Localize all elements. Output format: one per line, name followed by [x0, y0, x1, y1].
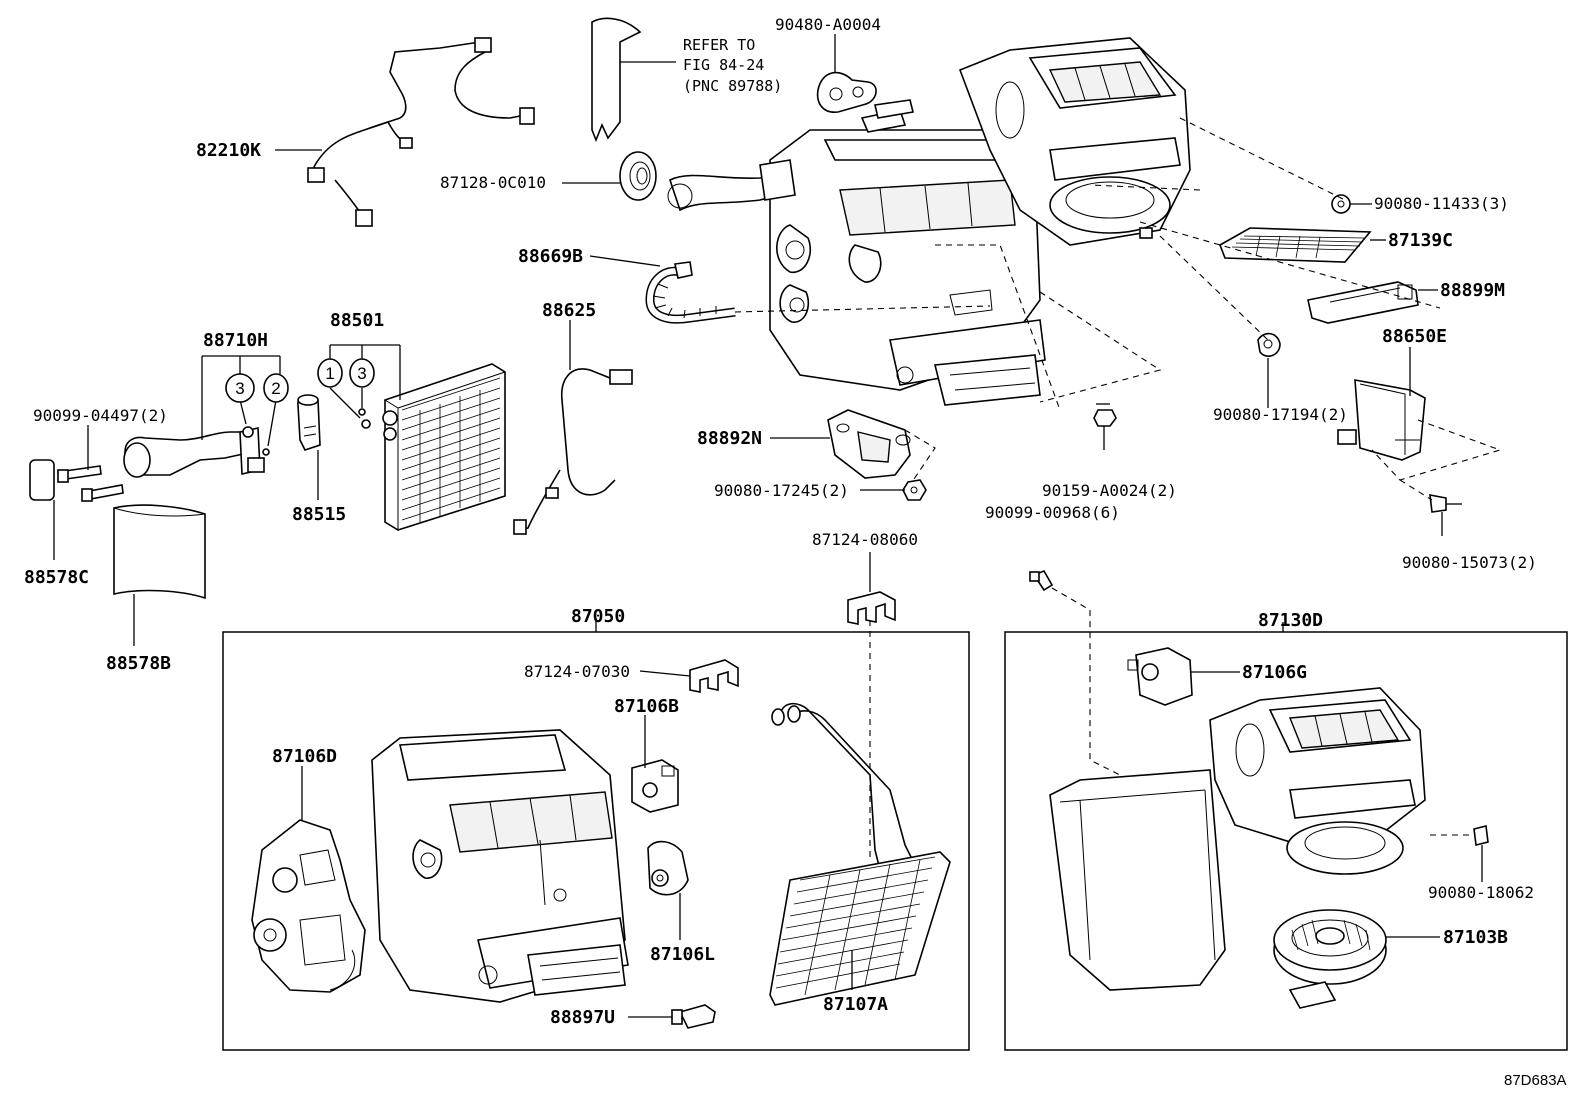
svg-text:3: 3	[357, 364, 366, 383]
clamp-87124-08060-icon	[847, 591, 896, 625]
part-label-90159-a0024[interactable]: 90159-A0024(2)	[1042, 481, 1177, 500]
part-label-88669b[interactable]: 88669B	[518, 246, 583, 267]
part-label-90099-04497[interactable]: 90099-04497(2)	[33, 406, 168, 425]
svg-text:2: 2	[271, 379, 280, 398]
svg-text:3: 3	[235, 379, 244, 398]
part-label-82210k[interactable]: 82210K	[196, 140, 261, 161]
duct-reference-icon	[591, 17, 676, 143]
part-label-87106l[interactable]: 87106L	[650, 944, 715, 965]
bolt-pair-icon	[57, 465, 124, 502]
servo-motor-87106b-icon	[631, 759, 679, 813]
part-label-88515[interactable]: 88515	[292, 504, 346, 525]
group-label-87050[interactable]: 87050	[571, 606, 625, 627]
part-label-87124-07030[interactable]: 87124-07030	[524, 662, 630, 681]
svg-text:1: 1	[325, 364, 334, 383]
part-label-88625[interactable]: 88625	[542, 300, 596, 321]
ac-amplifier-icon	[1337, 379, 1426, 461]
filter-cover-icon	[1307, 281, 1438, 324]
clip-90080-17194-icon	[1257, 332, 1281, 408]
screw-90099-00968-icon	[1029, 569, 1054, 592]
part-label-90099-00968[interactable]: 90099-00968(6)	[985, 503, 1120, 522]
note-line-1: REFER TO	[683, 36, 755, 54]
part-label-88650e[interactable]: 88650E	[1382, 326, 1447, 347]
screw-90080-15073-icon	[1429, 494, 1462, 536]
part-label-88710h[interactable]: 88710H	[203, 330, 268, 351]
part-label-87106b[interactable]: 87106B	[614, 696, 679, 717]
clip-90080-18062-icon	[1473, 825, 1489, 846]
seal-ring-icon	[619, 151, 657, 201]
part-label-90080-18062[interactable]: 90080-18062	[1428, 883, 1534, 902]
note-line-2: FIG 84-24	[683, 56, 764, 74]
sensor-wire-icon	[513, 368, 633, 535]
servo-motor-87106d-icon	[251, 819, 366, 993]
callout-circle-b: 2	[263, 373, 289, 403]
part-label-88897u[interactable]: 88897U	[550, 1007, 615, 1028]
part-label-88578c[interactable]: 88578C	[24, 567, 89, 588]
wire-harness-icon	[307, 37, 535, 227]
drain-hose-icon	[645, 261, 736, 324]
part-label-87106d[interactable]: 87106D	[272, 746, 337, 767]
heater-unit-body-icon	[371, 729, 629, 1003]
clamp-87124-07030-icon	[689, 659, 739, 693]
part-label-88892n[interactable]: 88892N	[697, 428, 762, 449]
part-label-87139c[interactable]: 87139C	[1388, 230, 1453, 251]
part-label-87124-08060[interactable]: 87124-08060	[812, 530, 918, 549]
part-label-87106g[interactable]: 87106G	[1242, 662, 1307, 683]
grommet-icon	[816, 71, 877, 113]
part-label-90080-11433[interactable]: 90080-11433(3)	[1374, 194, 1509, 213]
expansion-valve-icon	[297, 394, 321, 451]
servo-motor-87106l-icon	[647, 840, 689, 896]
part-label-90080-15073[interactable]: 90080-15073(2)	[1402, 553, 1537, 572]
heater-core-icon	[769, 702, 951, 1006]
blower-unit-group-box	[1004, 631, 1568, 1051]
screw-90159-icon	[1093, 403, 1117, 450]
part-label-87128-0c010[interactable]: 87128-0C010	[440, 173, 546, 192]
suction-tube-icon	[123, 427, 265, 478]
callout-circle-d: 3	[349, 358, 375, 388]
clip-90080-11433-icon	[1331, 194, 1372, 214]
temp-sensor-icon	[671, 1004, 716, 1029]
blower-motor-icon	[1273, 909, 1387, 1009]
part-label-87107a[interactable]: 87107A	[823, 994, 888, 1015]
air-filter-icon	[1219, 227, 1386, 263]
part-label-90080-17245[interactable]: 90080-17245(2)	[714, 481, 849, 500]
part-label-90480-a0004[interactable]: 90480-A0004	[775, 15, 881, 34]
part-label-88578b[interactable]: 88578B	[106, 653, 171, 674]
callout-circle-c: 1	[317, 358, 343, 388]
part-label-90080-17194[interactable]: 90080-17194(2)	[1213, 405, 1348, 424]
blower-unit-body-icon	[1049, 687, 1426, 991]
servo-motor-87106g-icon	[1127, 647, 1193, 706]
air-duct-icon	[827, 409, 911, 479]
group-label-87130d[interactable]: 87130D	[1258, 610, 1323, 631]
air-conditioner-assembly-icon	[667, 37, 1191, 406]
part-label-87103b[interactable]: 87103B	[1443, 927, 1508, 948]
diagram-id: 87D683A	[1504, 1072, 1567, 1089]
part-label-88899m[interactable]: 88899M	[1440, 280, 1505, 301]
callout-circle-a: 3	[225, 373, 255, 403]
insulator-sheet-icon	[113, 504, 206, 600]
evaporator-icon	[382, 363, 506, 531]
part-label-88501[interactable]: 88501	[330, 310, 384, 331]
seal-pad-icon	[29, 459, 55, 501]
note-line-3: (PNC 89788)	[683, 77, 782, 95]
nut-90080-17245-icon	[902, 479, 927, 501]
